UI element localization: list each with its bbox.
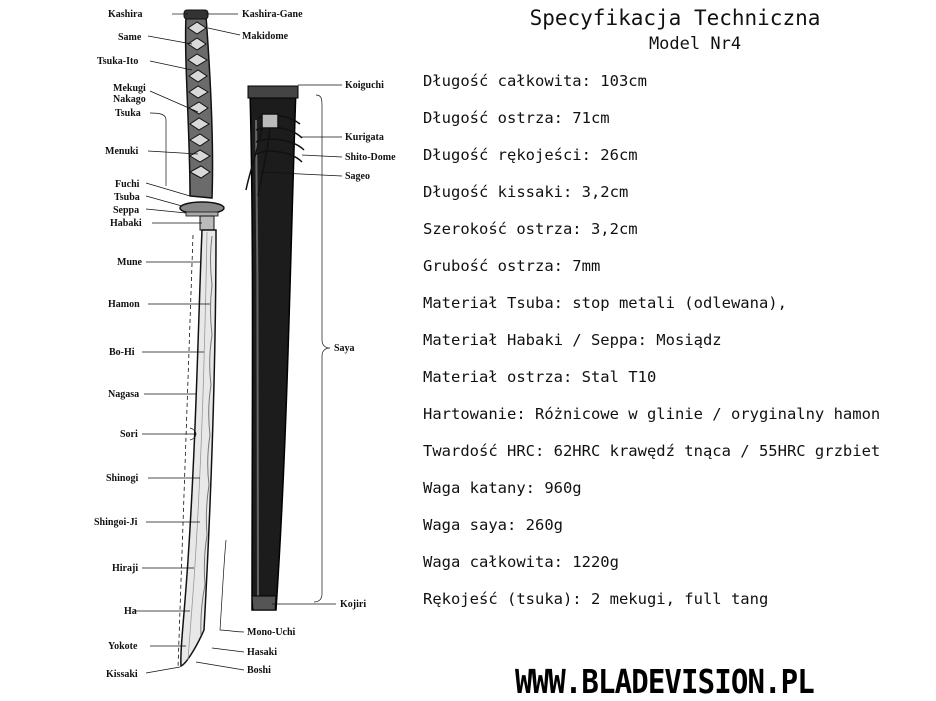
label-boshi: Boshi — [247, 665, 271, 676]
spec-katana-weight: Waga katany: 960g — [423, 479, 582, 497]
label-mune: Mune — [117, 257, 143, 268]
left-labels: Kashira Same Tsuka-Ito Mekugi Nakago Tsu… — [94, 9, 146, 680]
kashira-cap — [183, 9, 209, 20]
label-sageo: Sageo — [345, 171, 370, 182]
spec-handle-construction: Rękojeść (tsuka): 2 mekugi, full tang — [423, 590, 769, 608]
spec-blade-length: Długość ostrza: 71cm — [423, 109, 610, 127]
right-pointer-lines — [195, 84, 343, 671]
label-saya: Saya — [334, 343, 355, 354]
label-mekugi: Mekugi — [113, 83, 146, 94]
label-hamon: Hamon — [108, 299, 140, 310]
seppa — [185, 211, 219, 217]
spec-blade-material: Materiał ostrza: Stal T10 — [423, 368, 657, 386]
website-url[interactable]: WWW.BLADEVISION.PL — [515, 662, 815, 701]
spec-kissaki-length: Długość kissaki: 3,2cm — [423, 183, 629, 201]
left-pointer-lines — [134, 13, 210, 674]
sageo-cord — [245, 113, 305, 197]
habaki-collar — [199, 215, 215, 231]
label-yokote: Yokote — [108, 641, 138, 652]
spec-hardening: Hartowanie: Różnicowe w glinie / orygina… — [423, 405, 881, 423]
spec-total-weight: Waga całkowita: 1220g — [423, 553, 619, 571]
spec-tsuba-material: Materiał Tsuba: stop metali (odlewana), — [423, 294, 787, 312]
label-mono-uchi: Mono-Uchi — [247, 627, 296, 638]
saya-illustration — [245, 85, 305, 611]
saya-highlight — [255, 119, 259, 601]
koiguchi — [247, 85, 299, 99]
label-tsuka-ito: Tsuka-Ito — [97, 56, 138, 67]
label-sori: Sori — [120, 429, 138, 440]
label-kojiri: Kojiri — [340, 599, 366, 610]
label-kashira-gane: Kashira-Gane — [242, 9, 303, 20]
label-same: Same — [118, 32, 142, 43]
blade — [180, 229, 217, 668]
spec-title: Specyfikacja Techniczna — [529, 6, 821, 30]
label-ha: Ha — [124, 606, 137, 617]
nagasa-dashed-line — [177, 234, 194, 669]
label-bo-hi: Bo-Hi — [109, 347, 135, 358]
label-hiraji: Hiraji — [112, 563, 138, 574]
spec-saya-weight: Waga saya: 260g — [423, 516, 563, 534]
spec-habaki-material: Materiał Habaki / Seppa: Mosiądz — [423, 331, 722, 349]
label-hasaki: Hasaki — [247, 647, 277, 658]
label-makidome: Makidome — [242, 31, 289, 42]
label-shingoi-ji: Shingoi-Ji — [94, 517, 138, 528]
label-fuchi: Fuchi — [115, 179, 140, 190]
label-tsuka: Tsuka — [115, 108, 141, 119]
label-koiguchi: Koiguchi — [345, 80, 384, 91]
spec-handle-length: Długość rękojeści: 26cm — [423, 146, 638, 164]
label-kashira: Kashira — [108, 9, 142, 20]
shinogi-line — [187, 231, 208, 661]
label-seppa: Seppa — [113, 205, 139, 216]
label-shito-dome: Shito-Dome — [345, 152, 396, 163]
label-kissaki: Kissaki — [106, 669, 138, 680]
label-tsuba: Tsuba — [114, 192, 140, 203]
spec-hardness: Twardość HRC: 62HRC krawędź tnąca / 55HR… — [423, 442, 881, 460]
kojiri — [251, 595, 277, 611]
model-subtitle: Model Nr4 — [648, 34, 742, 54]
katana-illustration — [177, 9, 241, 669]
label-nakago: Nakago — [113, 94, 146, 105]
spec-total-length: Długość całkowita: 103cm — [423, 72, 647, 90]
label-menuki: Menuki — [105, 146, 139, 157]
spec-blade-thickness: Grubość ostrza: 7mm — [423, 257, 601, 275]
tsuka-ito-wrap — [187, 21, 211, 179]
spec-blade-width: Szerokość ostrza: 3,2cm — [423, 220, 638, 238]
label-kurigata: Kurigata — [345, 132, 384, 143]
label-habaki: Habaki — [110, 218, 142, 229]
label-shinogi: Shinogi — [106, 473, 138, 484]
hamon-line — [200, 235, 213, 636]
label-nagasa: Nagasa — [108, 389, 139, 400]
saya-body — [249, 87, 297, 611]
right-labels: Kashira-Gane Makidome Koiguchi Kurigata … — [242, 9, 396, 676]
